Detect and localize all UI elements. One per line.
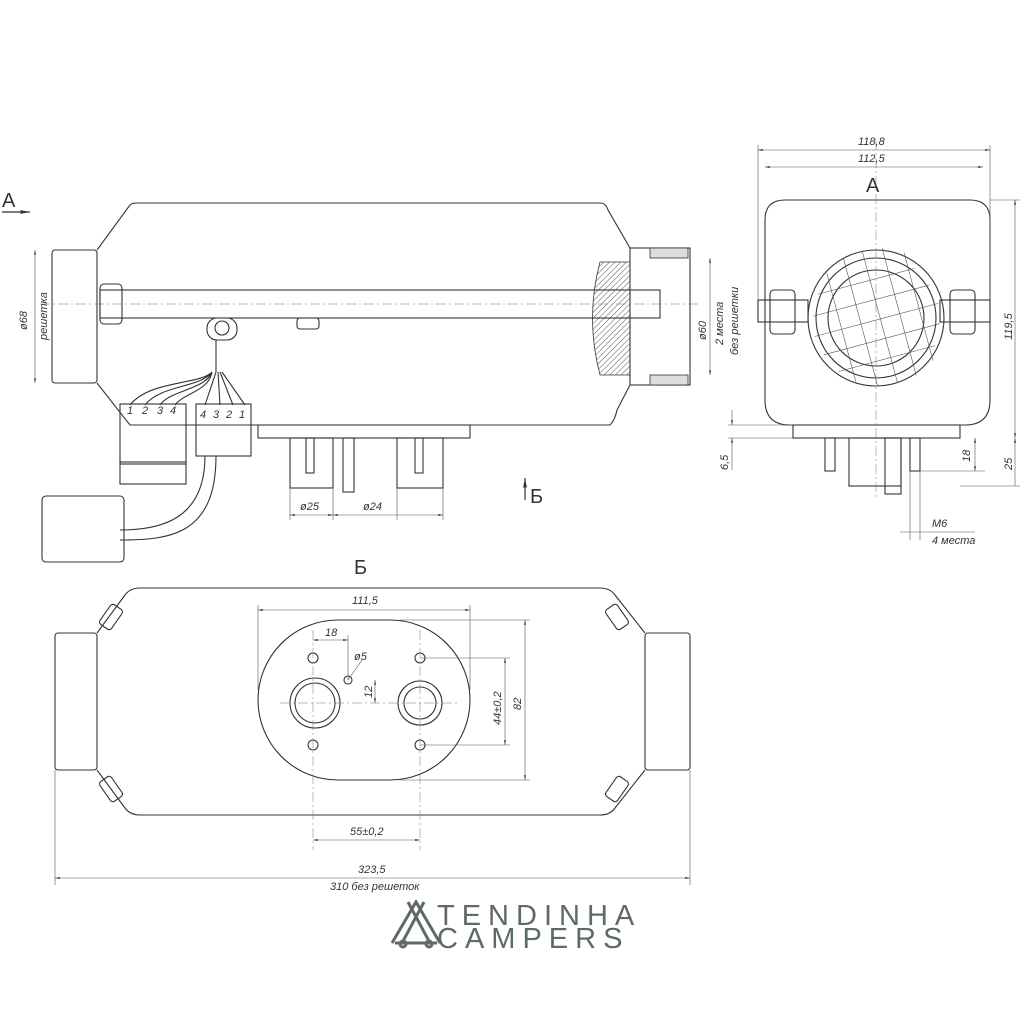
plate-width-dim: 111,5 [352, 595, 379, 607]
power-cable [119, 455, 217, 541]
bottom-endcap-left [54, 632, 98, 771]
connector-a [119, 403, 187, 465]
svg-text:4: 4 [200, 409, 206, 421]
grille-diameter-dim: ø68 [18, 310, 30, 330]
wire-grommet [206, 317, 238, 341]
wire-harness [129, 340, 246, 406]
view-arrow-a-label: A [2, 190, 16, 212]
logo-line-1: TENDINHA [437, 900, 641, 932]
svg-text:3: 3 [213, 409, 220, 421]
pipe-1-dim: ø25 [300, 501, 320, 513]
heater-body [96, 202, 631, 426]
stud-length-dim: 18 [961, 449, 973, 462]
bottom-endcap-right [644, 632, 691, 771]
logo-line-2: CAMPERS [437, 923, 629, 955]
plate-thickness-dim: 6,5 [719, 454, 731, 470]
flange-seal-bottom [649, 374, 689, 386]
front-view: A 118,8 112,5 119,5 25 6,5 18 M6 4 места [719, 136, 1020, 547]
height-dim: 119,5 [1003, 312, 1015, 340]
hole-offset-dim: 18 [325, 627, 338, 639]
mounting-plate [257, 424, 471, 439]
hole-diameter-dim: ø5 [354, 651, 368, 663]
length-note: 310 без решеток [330, 881, 420, 893]
connector-b-pins: 4 3 2 1 [200, 409, 245, 421]
plate-height-dim: 82 [512, 698, 524, 710]
brand-logo: TENDINHA CAMPERS [390, 899, 641, 955]
svg-text:3: 3 [157, 405, 164, 417]
front-body [764, 199, 991, 426]
svg-text:4: 4 [170, 405, 176, 417]
power-connector [41, 495, 125, 563]
side-view: A 1 2 3 4 4 3 2 1 ø68 решетка ø60 2 мест… [2, 190, 741, 563]
bottom-view: Б 111,5 18 ø5 12 44±0,2 82 55±0,2 323,5 … [54, 557, 691, 893]
exhaust-pipe [289, 437, 334, 489]
front-clip-left [769, 289, 796, 335]
hole-vertical-dim: 12 [363, 686, 375, 698]
exhaust-hole [289, 677, 341, 729]
front-clip-right [949, 289, 976, 335]
svg-text:1: 1 [127, 405, 133, 417]
thread-note: 4 места [932, 535, 975, 547]
rail-clip [99, 283, 123, 325]
flange-seal-top [649, 247, 689, 259]
mounting-flange-oval [257, 619, 471, 781]
fan-grille-mesh [813, 247, 940, 386]
body-width-dim: 112,5 [858, 153, 886, 165]
thread-dim: M6 [932, 518, 948, 530]
outlet-note-2: без решетки [729, 287, 741, 355]
fuel-pipe [342, 437, 355, 493]
pipe-length-dim: 25 [1003, 457, 1015, 471]
svg-text:1: 1 [239, 409, 245, 421]
overall-width-dim: 118,8 [858, 136, 886, 148]
intake-pipe [396, 437, 444, 489]
svg-text:2: 2 [141, 405, 148, 417]
inlet-grille [51, 249, 98, 384]
connector-a-pins: 1 2 3 4 [127, 405, 176, 417]
stud-spacing-h-dim: 55±0,2 [350, 826, 384, 838]
bottom-view-title: Б [354, 557, 367, 579]
front-mounting-plate [792, 424, 961, 439]
grille-note: решетка [38, 292, 50, 341]
stud-spacing-v-dim: 44±0,2 [492, 691, 504, 725]
front-view-title: A [866, 175, 880, 197]
overall-length-dim: 323,5 [358, 864, 386, 876]
view-arrow-b-label: Б [530, 486, 543, 508]
svg-text:2: 2 [225, 409, 232, 421]
connector-b [195, 403, 252, 457]
pipe-2-dim: ø24 [363, 501, 382, 513]
outlet-note-1: 2 места [714, 302, 726, 346]
outlet-diameter-dim: ø60 [697, 320, 709, 340]
bottom-body [96, 587, 646, 816]
tent-icon [390, 899, 442, 949]
